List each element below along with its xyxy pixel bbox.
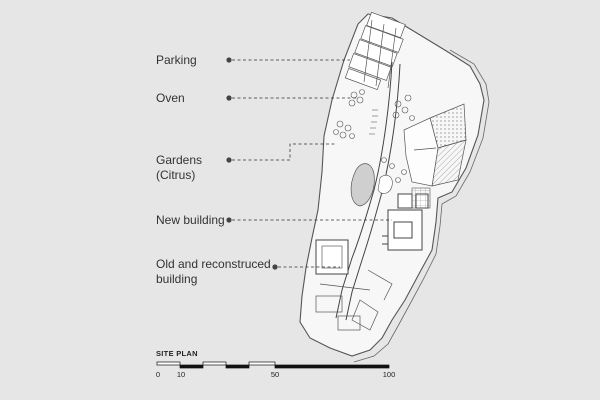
parking-stalls: [344, 11, 406, 90]
scale-tick-10: 10: [176, 370, 186, 379]
label-new-building: New building: [156, 213, 225, 227]
lower-structures: [315, 269, 393, 331]
label-old-building: Old and reconstruced building: [156, 257, 271, 286]
scale-title: SITE PLAN: [156, 349, 198, 358]
leader-lines: [232, 59, 392, 268]
scale-tick-100: 100: [382, 370, 396, 379]
leader-dots: [226, 57, 278, 270]
old-building-footprint: [315, 239, 349, 275]
label-gardens: Gardens (Citrus): [156, 153, 203, 182]
label-parking: Parking: [156, 53, 197, 67]
orchard-plots: [403, 103, 467, 187]
scale-tick-50: 50: [270, 370, 280, 379]
garden-pond: [350, 163, 375, 207]
scale-bar: [156, 361, 390, 369]
label-oven: Oven: [156, 91, 185, 105]
scale-tick-0: 0: [155, 370, 161, 379]
